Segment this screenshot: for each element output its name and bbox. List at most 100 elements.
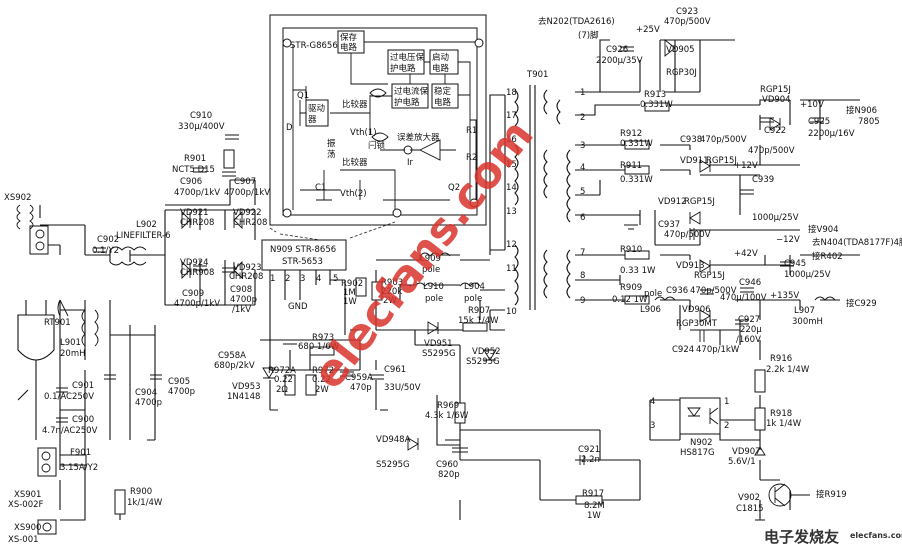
l901-value: 20mH xyxy=(60,349,86,359)
vd952-label: VD952 xyxy=(472,347,501,357)
vd911-label: VD911 xyxy=(680,156,709,166)
r913-label: R913 xyxy=(644,90,666,100)
module-pin-4 xyxy=(392,208,402,218)
r900-resistor xyxy=(114,489,126,515)
r969-value: 4.3k 1/6W xyxy=(425,411,469,421)
vd924-value: CHR908 xyxy=(180,268,214,278)
module-gate-symbols xyxy=(369,88,389,142)
n909-name: N909 STR-8656 xyxy=(270,245,336,255)
l904-label: L904 xyxy=(464,282,485,292)
r973-resistor xyxy=(309,346,335,356)
c905-value: 4700p xyxy=(168,387,195,397)
c959-value: 470p xyxy=(350,383,372,393)
c901-value: 0.1/AC250V xyxy=(44,392,94,402)
t901-pin9: 9 xyxy=(580,296,585,306)
r1-label: R1 xyxy=(466,126,477,136)
q1-label: Q1 xyxy=(297,91,309,101)
module-callout-dashes xyxy=(269,221,396,241)
t901-pin17: 17 xyxy=(506,111,517,121)
xs902-pin2 xyxy=(35,229,45,239)
c909-label: C909 xyxy=(182,289,204,299)
r911-label: R911 xyxy=(620,161,642,171)
xs902-pin1 xyxy=(35,241,45,251)
protect-block-label-a: 保存 xyxy=(340,32,358,43)
c938-value: 470p/500V xyxy=(700,135,747,145)
r902-value-b: 1W xyxy=(343,297,357,307)
c922-label: C922 xyxy=(764,126,786,136)
ovp-block-label-b: 护电路 xyxy=(390,63,416,74)
vd907-value: 5.6V/1 xyxy=(728,457,756,467)
l902-coil xyxy=(109,246,147,266)
l901-coil xyxy=(81,309,99,347)
to-n906-label: 接N906 xyxy=(846,105,877,116)
r969-label: R969 xyxy=(437,401,459,411)
xs902-label: XS902 xyxy=(4,193,31,203)
r916-label: R916 xyxy=(770,354,792,364)
error-amplifier-label: 误差放大器 xyxy=(397,132,440,143)
to-n404-label: 去N404(TDA8177F)4脚 xyxy=(812,237,902,248)
r972a-value-a: 0.22 xyxy=(274,375,293,385)
xs901-value: XS-002F xyxy=(8,500,44,510)
r918-label: R918 xyxy=(770,409,792,419)
l901-label: L901 xyxy=(60,338,81,348)
n909-body xyxy=(261,239,347,271)
minus12v-label: −12V xyxy=(776,235,800,245)
reg-block xyxy=(431,83,459,109)
l904-value: pole xyxy=(464,294,482,304)
r912-label: R912 xyxy=(620,129,642,139)
plus25v-label: +25V xyxy=(636,25,660,35)
r902-resistor xyxy=(355,277,367,297)
n902-label: N902 xyxy=(690,438,713,448)
c902-value: 0.1/Y2 xyxy=(92,246,119,256)
t901-pin12: 12 xyxy=(506,240,517,250)
plus10v-label: +10V xyxy=(800,100,824,110)
ground-symbols xyxy=(147,224,765,521)
f901-value: 3.15A/Y2 xyxy=(60,463,98,473)
r972-value-b: 2W xyxy=(315,385,329,395)
c923-label: C923 xyxy=(676,7,698,17)
n902-internals xyxy=(687,407,719,425)
c945-value: 1000μ/25V xyxy=(784,270,831,280)
t901-pin13: 13 xyxy=(506,207,517,217)
vd924-label: VD924 xyxy=(180,258,209,268)
vd923-label: VD923 xyxy=(233,263,262,273)
c900-label: C900 xyxy=(72,415,94,425)
t901-pin3: 3 xyxy=(580,141,585,151)
r917-resistor xyxy=(575,495,603,505)
c925-label: C925 xyxy=(808,117,830,127)
r900-label: R900 xyxy=(130,487,152,497)
c939-label: C939 xyxy=(752,175,774,185)
t901-pin15: 15 xyxy=(506,160,517,170)
ir-label: Ir xyxy=(407,158,414,168)
c927-label: C927 xyxy=(738,315,760,325)
vd905-value: RGP30J xyxy=(666,68,697,78)
vd922-label: VD922 xyxy=(233,208,262,218)
ocp-block xyxy=(391,83,429,109)
latch-label-a: 闩锁 xyxy=(368,140,386,151)
v902-value: C1815 xyxy=(736,504,764,514)
c936-label: C936 xyxy=(666,286,688,296)
t901-primary-coils xyxy=(514,89,519,306)
c946-value: 470μ/100V xyxy=(720,293,767,303)
r907-value: 15k 1/4W xyxy=(458,316,499,326)
vd913-label: VD913 xyxy=(676,261,705,271)
c961-label: C961 xyxy=(384,365,406,375)
ocp-block-label-a: 过电流保 xyxy=(394,86,429,97)
c938-label: C938 xyxy=(680,135,702,145)
vth1-label: Vth(1) xyxy=(350,128,377,138)
n909-alt: STR-5653 xyxy=(282,257,323,267)
c904-value: 4700p xyxy=(135,398,162,408)
n909-pin1: 1 xyxy=(270,274,275,284)
r909-value: 0.12 1W xyxy=(612,295,648,305)
r902-label: R902 xyxy=(341,279,363,289)
t901-pin1: 1 xyxy=(580,88,585,98)
module-current-source xyxy=(403,145,413,155)
n909-pin5: 5 xyxy=(333,274,338,284)
r917-value-b: 1W xyxy=(587,511,601,521)
c958-label: C958A xyxy=(218,351,246,361)
r903-resistor xyxy=(371,281,383,301)
r901-thermistor-body xyxy=(223,149,235,169)
r909-label: R909 xyxy=(620,283,642,293)
to-v904-label: 接V904 xyxy=(808,224,839,235)
